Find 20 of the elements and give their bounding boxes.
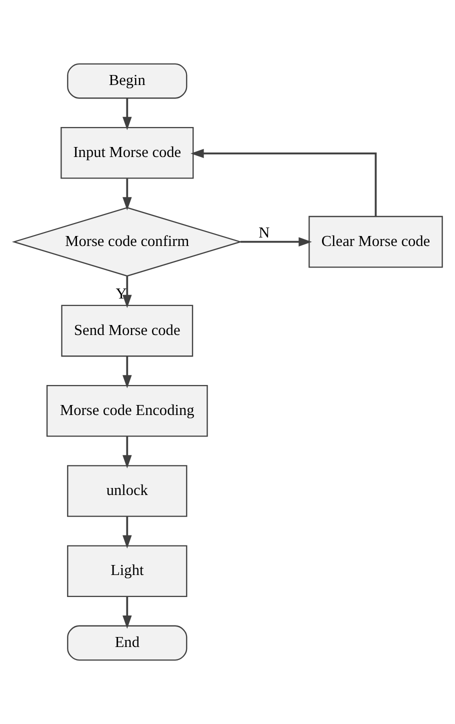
arrow (122, 436, 132, 468)
node-diamond: Morse code confirm (11, 207, 242, 277)
node-box: Clear Morse code (308, 216, 442, 268)
node-box: Input Morse code (60, 126, 194, 179)
arrow (122, 596, 132, 629)
arrow (122, 516, 132, 548)
arrow (122, 178, 132, 210)
node-box: End (66, 625, 187, 661)
node-box: Begin (66, 63, 187, 99)
edge-label: N (258, 224, 270, 242)
node-box: unlock (66, 465, 187, 517)
arrow (240, 237, 312, 246)
arrow (122, 98, 132, 130)
arrow (190, 148, 376, 216)
edge-label: Y (115, 285, 126, 302)
node-box: Morse code Encoding (46, 384, 208, 437)
node-box: Send Morse code (60, 304, 193, 357)
arrow (122, 356, 132, 388)
node-box: Light (66, 545, 187, 598)
arrow (122, 276, 132, 308)
